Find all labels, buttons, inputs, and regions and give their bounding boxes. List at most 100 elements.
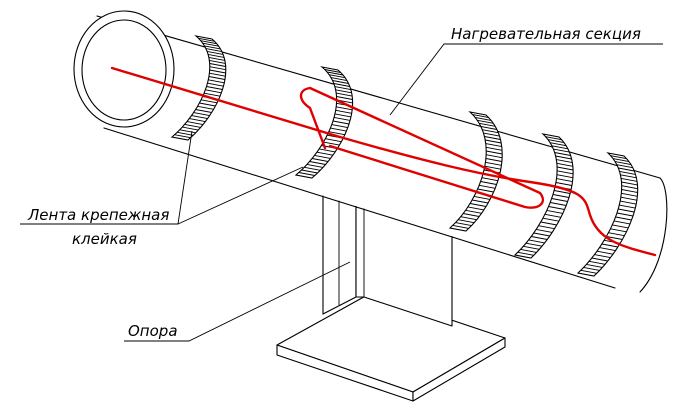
tape-hatch <box>334 116 351 121</box>
leader-support <box>124 261 351 342</box>
tape-hatch <box>556 178 573 183</box>
tape-hatch <box>209 69 226 74</box>
tape-band <box>448 111 503 232</box>
tape-hatch <box>591 257 608 262</box>
tape-hatch <box>546 209 563 214</box>
tape-hatch <box>620 174 637 179</box>
tape-hatch <box>486 146 503 151</box>
tape-hatch <box>486 154 503 159</box>
tape-hatch <box>177 131 194 136</box>
pipe-bottom-edge <box>103 127 616 289</box>
tape-hatch <box>480 181 497 185</box>
tape-hatch <box>620 196 637 201</box>
tape-hatch <box>599 247 616 252</box>
leader-heating-section <box>389 43 663 116</box>
tape-hatch <box>199 102 216 107</box>
tape-hatch <box>616 164 633 169</box>
tape-hatch <box>621 181 638 186</box>
tape-hatch <box>547 139 565 144</box>
tape-hatch <box>323 141 340 146</box>
tape-hatch <box>334 113 352 118</box>
tape-hatch <box>533 232 550 237</box>
tape-hatch <box>330 77 348 82</box>
tape-hatch <box>206 86 223 90</box>
pipe-open-end-inner <box>81 19 167 121</box>
tape-hatch <box>531 236 548 240</box>
tape-hatch <box>209 72 226 77</box>
leader-tape-second <box>177 166 304 225</box>
tape-hatch <box>314 154 331 159</box>
tape-band <box>170 35 227 141</box>
tape-hatch <box>481 177 498 182</box>
tape-hatch <box>612 158 630 163</box>
tape-hatch <box>528 239 545 244</box>
tape-hatch <box>538 225 555 230</box>
tape-hatch <box>621 189 638 193</box>
tape-hatch <box>463 213 480 217</box>
tape-hatch <box>205 48 222 53</box>
tape-hatch <box>207 50 224 55</box>
tape-hatch <box>331 124 348 129</box>
leader-lines <box>20 43 663 342</box>
tape-hatch <box>557 170 574 175</box>
tape-hatch <box>556 174 573 179</box>
tape-hatch <box>207 82 224 87</box>
tape-hatch <box>455 222 472 227</box>
tape-hatch <box>552 194 570 198</box>
tape-hatch <box>477 119 494 124</box>
tape-hatch <box>209 59 226 64</box>
tape-hatch <box>304 166 321 171</box>
tape-hatch <box>586 263 603 268</box>
heating-cable-straight <box>110 66 657 257</box>
tape-hatch <box>596 250 614 255</box>
tape-hatch <box>550 142 567 147</box>
tape-hatch <box>616 212 634 217</box>
tape-hatch <box>554 152 571 156</box>
tape-hatch <box>580 269 597 274</box>
tape-hatch <box>551 198 568 202</box>
tape-hatch <box>523 245 540 250</box>
tape-hatch <box>187 121 204 126</box>
tape-hatch <box>452 224 469 229</box>
tape-hatch <box>557 166 574 171</box>
tape-hatch <box>204 92 221 97</box>
tape-hatch <box>544 213 561 218</box>
tape-hatch <box>485 139 502 144</box>
tape-hatch <box>555 182 572 186</box>
tape-hatch <box>333 83 350 87</box>
tape-hatch <box>606 236 623 240</box>
tape-hatch <box>556 162 573 167</box>
tape-hatch <box>335 89 352 94</box>
tape-hatch <box>335 109 352 114</box>
adhesive-tape-bands <box>170 35 639 277</box>
tape-hatch <box>306 163 324 168</box>
support-base-side <box>412 337 506 402</box>
tape-hatch <box>208 79 225 84</box>
tape-hatch <box>184 123 201 128</box>
tape-hatch <box>536 228 553 233</box>
tape-hatch <box>467 206 484 211</box>
tape-hatch <box>312 158 329 162</box>
tape-hatch <box>618 167 635 172</box>
tape-hatch <box>316 151 333 156</box>
label-tape-line1: Лента крепежная <box>27 206 169 224</box>
pipe-far-end <box>639 177 668 293</box>
tape-hatch <box>485 158 502 162</box>
tape-hatch <box>550 202 567 206</box>
tape-hatch <box>551 145 568 150</box>
tape-hatch <box>329 74 346 79</box>
tape-hatch <box>620 200 637 205</box>
tape-hatch <box>621 192 638 197</box>
tape-hatch <box>191 115 208 120</box>
tape-hatch <box>193 112 210 117</box>
tape-hatch <box>613 220 631 225</box>
tape-hatch <box>174 134 191 139</box>
tape-hatch <box>610 228 627 233</box>
tape-hatch <box>336 106 353 111</box>
tape-hatch <box>610 155 627 160</box>
tape-hatch <box>545 136 562 141</box>
tape-hatch <box>612 224 629 229</box>
tape-hatch <box>334 86 351 91</box>
tape-hatch <box>179 129 196 134</box>
heating-section <box>110 66 657 257</box>
